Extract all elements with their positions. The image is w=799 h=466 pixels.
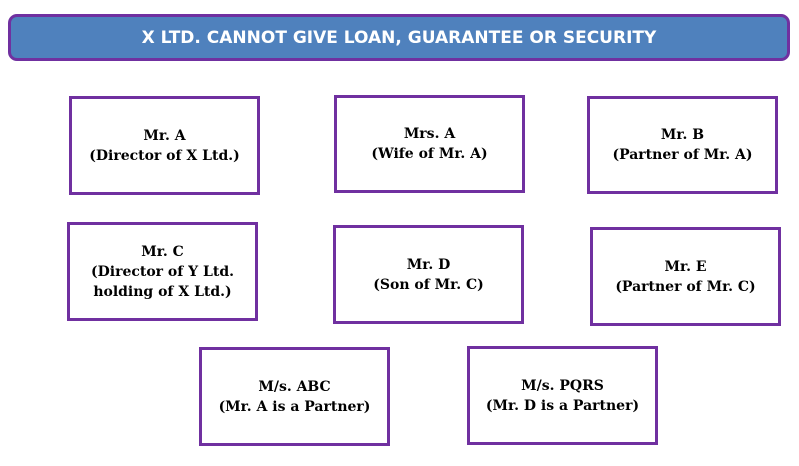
- box-name: Mr. E: [664, 258, 707, 275]
- box-description: (Partner of Mr. C): [615, 278, 756, 295]
- box-description: (Mr. D is a Partner): [485, 397, 640, 414]
- box-description: (Director of X Ltd.): [89, 147, 240, 164]
- box-mr-e: Mr. E (Partner of Mr. C): [590, 227, 781, 326]
- box-description: holding of X Ltd.): [93, 283, 232, 300]
- box-description: (Son of Mr. C): [373, 276, 484, 293]
- box-description: (Partner of Mr. A): [612, 147, 753, 163]
- diagram-title: X LTD. CANNOT GIVE LOAN, GUARANTEE OR SE…: [8, 14, 790, 61]
- box-description: (Mr. A is a Partner): [218, 398, 371, 415]
- box-name: Mr. A: [143, 127, 186, 144]
- box-mr-d: Mr. D (Son of Mr. C): [333, 225, 524, 324]
- box-mr-c: Mr. C (Director of Y Ltd. holding of X L…: [67, 222, 258, 321]
- box-ms-pqrs: M/s. PQRS (Mr. D is a Partner): [467, 346, 658, 445]
- box-name: Mrs. A: [403, 126, 456, 142]
- box-description: (Wife of Mr. A): [371, 146, 488, 162]
- box-name: Mr. C: [141, 243, 184, 260]
- box-name: Mr. B: [660, 127, 705, 143]
- box-mr-a: Mr. A (Director of X Ltd.): [69, 96, 260, 195]
- box-mrs-a: Mrs. A (Wife of Mr. A): [334, 95, 525, 193]
- box-name: M/s. PQRS: [521, 377, 604, 394]
- box-description: (Director of Y Ltd.: [90, 263, 235, 280]
- box-mr-b: Mr. B (Partner of Mr. A): [587, 96, 778, 194]
- box-name: Mr. D: [406, 256, 451, 273]
- box-name: M/s. ABC: [258, 378, 331, 395]
- box-ms-abc: M/s. ABC (Mr. A is a Partner): [199, 347, 390, 446]
